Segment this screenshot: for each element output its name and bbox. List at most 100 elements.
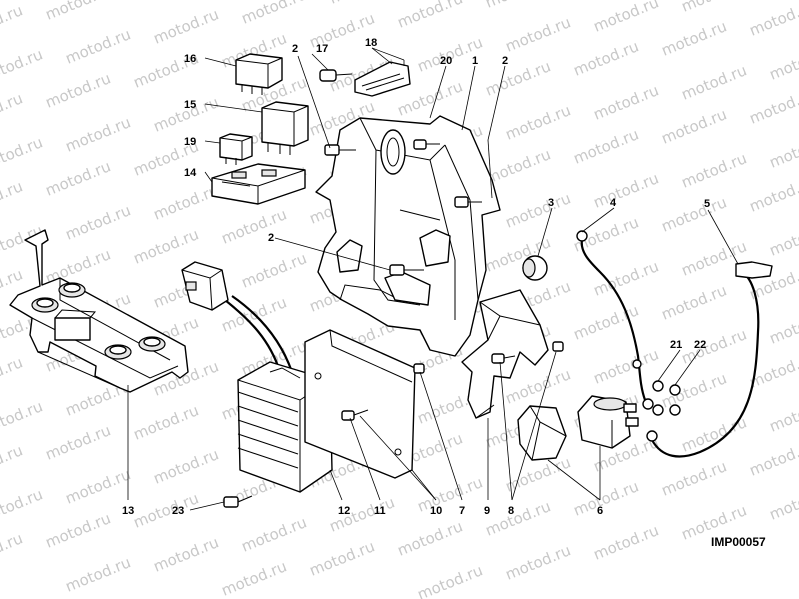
watermark-text: motod.ru bbox=[131, 489, 202, 531]
callout-21: 21 bbox=[670, 339, 682, 351]
watermark-text: motod.ru bbox=[239, 249, 310, 291]
watermark-text: motod.ru bbox=[483, 497, 554, 539]
watermark-text: motod.ru bbox=[679, 61, 750, 103]
part-11-screw bbox=[341, 409, 369, 421]
watermark-text: motod.ru bbox=[43, 509, 114, 551]
part-8-nut bbox=[552, 341, 564, 352]
watermark-text: motod.ru bbox=[0, 45, 45, 87]
callout-3: 3 bbox=[548, 197, 554, 209]
watermark-text: motod.ru bbox=[747, 437, 799, 479]
part-1-main-bracket bbox=[315, 115, 501, 357]
callout-7: 7 bbox=[459, 505, 465, 517]
part-23-screw bbox=[223, 495, 253, 508]
callout-16: 16 bbox=[184, 53, 196, 65]
watermark-text: motod.ru bbox=[767, 305, 799, 347]
part-22-washer bbox=[669, 384, 681, 416]
watermark-text: motod.ru bbox=[591, 0, 662, 36]
watermark-text: motod.ru bbox=[219, 205, 290, 247]
callout-20: 20 bbox=[440, 55, 452, 67]
watermark-text: motod.ru bbox=[307, 537, 378, 579]
callout-2: 2 bbox=[502, 55, 508, 67]
watermark-text: motod.ru bbox=[0, 177, 25, 219]
callout-23: 23 bbox=[172, 505, 184, 517]
part-8-bolt bbox=[491, 353, 516, 364]
watermark-text: motod.ru bbox=[63, 25, 134, 67]
part-2-bolt bbox=[454, 196, 482, 208]
watermark-text: motod.ru bbox=[0, 133, 45, 175]
watermark-text: motod.ru bbox=[503, 13, 574, 55]
watermark-text: motod.ru bbox=[0, 485, 45, 527]
part-13-bracket-with-mounts bbox=[9, 229, 189, 393]
part-6-starter-solenoid bbox=[517, 395, 639, 461]
watermark-text: motod.ru bbox=[503, 189, 574, 231]
callout-labels: 16 15 19 14 2 17 18 20 1 2 2 3 4 5 21 22… bbox=[122, 37, 710, 517]
watermark-text: motod.ru bbox=[131, 401, 202, 443]
callout-2: 2 bbox=[268, 232, 274, 244]
watermark-text: motod.ru bbox=[571, 37, 642, 79]
watermark-text: motod.ru bbox=[591, 257, 662, 299]
callout-9: 9 bbox=[484, 505, 490, 517]
watermark-text: motod.ru bbox=[591, 81, 662, 123]
callout-1: 1 bbox=[472, 55, 478, 67]
part-2-bolt bbox=[324, 144, 356, 156]
callout-11: 11 bbox=[374, 505, 386, 517]
watermark-text: motod.ru bbox=[483, 145, 554, 187]
callout-6: 6 bbox=[597, 505, 603, 517]
watermark-text: motod.ru bbox=[0, 397, 45, 439]
watermark-text: motod.ru bbox=[591, 345, 662, 387]
callout-13: 13 bbox=[122, 505, 134, 517]
callout-15: 15 bbox=[184, 99, 196, 111]
drawing-code: IMP00057 bbox=[711, 535, 766, 549]
part-15-relay bbox=[261, 101, 309, 155]
part-2-bolt bbox=[413, 139, 440, 150]
part-16-relay bbox=[235, 53, 283, 95]
watermark-text: motod.ru bbox=[747, 173, 799, 215]
part-19-relay bbox=[219, 133, 253, 165]
watermark-text: motod.ru bbox=[0, 441, 25, 483]
watermark-text: motod.ru bbox=[571, 125, 642, 167]
watermark-text: motod.ru bbox=[239, 0, 310, 28]
watermark-text: motod.ru bbox=[415, 473, 486, 515]
watermark-text: motod.ru bbox=[151, 5, 222, 47]
watermark-text: motod.ru bbox=[503, 541, 574, 583]
leader-lines bbox=[127, 47, 739, 511]
callout-4: 4 bbox=[610, 197, 617, 209]
watermark-text: motod.ru bbox=[659, 457, 730, 499]
watermark-text: motod.ru bbox=[767, 41, 799, 83]
watermark-text: motod.ru bbox=[767, 393, 799, 435]
watermark-text: motod.ru bbox=[659, 17, 730, 59]
watermark-text: motod.ru bbox=[503, 101, 574, 143]
part-7-nut bbox=[413, 363, 425, 374]
part-14-fuse-box bbox=[211, 163, 306, 205]
callout-5: 5 bbox=[704, 198, 710, 210]
watermark-text: motod.ru bbox=[395, 517, 466, 559]
watermark-text: motod.ru bbox=[679, 0, 750, 16]
callout-17: 17 bbox=[316, 43, 328, 55]
watermark-text: motod.ru bbox=[327, 0, 398, 8]
watermark-text: motod.ru bbox=[131, 225, 202, 267]
watermark-text: motod.ru bbox=[43, 69, 114, 111]
watermark-text: motod.ru bbox=[415, 561, 486, 599]
watermark-text: motod.ru bbox=[151, 181, 222, 223]
watermark-text: motod.ru bbox=[679, 325, 750, 367]
callout-2: 2 bbox=[292, 43, 298, 55]
watermark-text: motod.ru bbox=[747, 85, 799, 127]
watermark-text: motod.ru bbox=[63, 113, 134, 155]
watermark-text: motod.ru bbox=[767, 217, 799, 259]
watermark-text: motod.ru bbox=[395, 0, 466, 32]
watermark-text: motod.ru bbox=[767, 481, 799, 523]
watermark-text: motod.ru bbox=[43, 421, 114, 463]
callout-14: 14 bbox=[184, 167, 197, 179]
watermark-text: motod.ru bbox=[0, 1, 25, 43]
watermark-text: motod.ru bbox=[767, 129, 799, 171]
watermark-text: motod.ru bbox=[63, 465, 134, 507]
callout-18: 18 bbox=[365, 37, 377, 49]
watermark-text: motod.ru bbox=[219, 557, 290, 599]
callout-19: 19 bbox=[184, 136, 196, 148]
watermark-text: motod.ru bbox=[151, 533, 222, 575]
watermark-text: motod.ru bbox=[591, 169, 662, 211]
callout-12: 12 bbox=[338, 505, 350, 517]
watermark-text: motod.ru bbox=[571, 477, 642, 519]
watermark-text: motod.ru bbox=[503, 365, 574, 407]
